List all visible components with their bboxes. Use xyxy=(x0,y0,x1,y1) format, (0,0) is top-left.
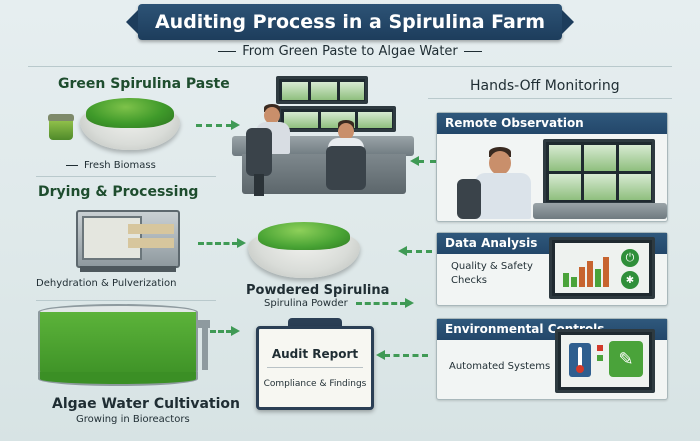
env-monitor: ✎ xyxy=(555,329,655,393)
jar-icon xyxy=(48,114,74,140)
arrow-env-to-audit xyxy=(376,350,428,360)
divider-left-1 xyxy=(36,176,216,177)
monitoring-heading: Hands-Off Monitoring xyxy=(470,78,620,94)
paste-caption-text: Fresh Biomass xyxy=(84,159,156,171)
operator-2 xyxy=(338,123,354,140)
subtitle: From Green Paste to Algae Water xyxy=(200,42,500,60)
monitor-wall xyxy=(543,139,655,205)
control-room-illustration xyxy=(228,74,418,198)
arrow-powder-to-analysis xyxy=(356,298,414,308)
arrow-drying-to-powder xyxy=(198,238,246,248)
wrench-icon: ✎ xyxy=(609,341,643,377)
bar-chart-icon xyxy=(561,249,615,287)
data-analysis-text-2: Checks xyxy=(451,275,487,286)
top-divider xyxy=(28,66,672,67)
arrow-analysis-to-powder xyxy=(398,246,432,256)
subtitle-rule-right xyxy=(463,50,482,52)
dryer-machine-icon xyxy=(76,206,180,272)
subtitle-text: From Green Paste to Algae Water xyxy=(242,43,458,59)
cultivation-caption: Growing in Bioreactors xyxy=(76,414,190,425)
paste-caption: Fresh Biomass xyxy=(66,158,176,172)
settings-icon: ✱ xyxy=(621,271,639,289)
remote-operator xyxy=(489,151,511,175)
paste-bowl-icon xyxy=(80,96,180,152)
data-analysis-panel: Data Analysis Quality & Safety Checks ⏻ … xyxy=(436,232,668,306)
remote-desk xyxy=(533,203,667,219)
powder-title: Powdered Spirulina xyxy=(246,283,390,298)
power-icon: ⏻ xyxy=(621,249,639,267)
environmental-controls-text: Automated Systems xyxy=(449,361,551,372)
operator-1 xyxy=(264,107,280,124)
remote-observation-title: Remote Observation xyxy=(437,113,667,134)
environmental-controls-panel: Environmental Controls Automated Systems… xyxy=(436,318,668,400)
audit-caption: Compliance & Findings xyxy=(263,379,367,389)
cultivation-title: Algae Water Cultivation xyxy=(52,396,241,412)
drying-title: Drying & Processing xyxy=(38,184,199,200)
wall-monitor xyxy=(276,76,368,104)
audit-title: Audit Report xyxy=(271,347,359,361)
bioreactor-tank-icon xyxy=(38,304,210,388)
data-analysis-text-1: Quality & Safety xyxy=(451,261,533,272)
page-title: Auditing Process in a Spirulina Farm xyxy=(154,11,546,33)
analysis-monitor: ⏻ ✱ xyxy=(549,237,655,299)
drying-caption: Dehydration & Pulverization xyxy=(36,278,177,289)
powder-bowl-icon xyxy=(248,218,360,280)
thermometer-icon xyxy=(569,343,591,377)
divider-right xyxy=(428,98,672,99)
caption-rule xyxy=(66,164,78,166)
clipboard-icon: Audit Report Compliance & Findings xyxy=(256,326,374,410)
powder-caption: Spirulina Powder xyxy=(264,298,348,309)
desk-monitors xyxy=(278,106,396,132)
title-banner: Auditing Process in a Spirulina Farm xyxy=(126,4,574,40)
subtitle-rule-left xyxy=(218,50,237,52)
divider-left-2 xyxy=(36,300,216,301)
arrow-remote-to-control xyxy=(410,156,436,166)
remote-observation-panel: Remote Observation xyxy=(436,112,668,222)
arrow-paste-to-control xyxy=(196,120,240,130)
arrow-cultivation-to-audit xyxy=(210,326,240,336)
paste-title: Green Spirulina Paste xyxy=(58,76,230,92)
